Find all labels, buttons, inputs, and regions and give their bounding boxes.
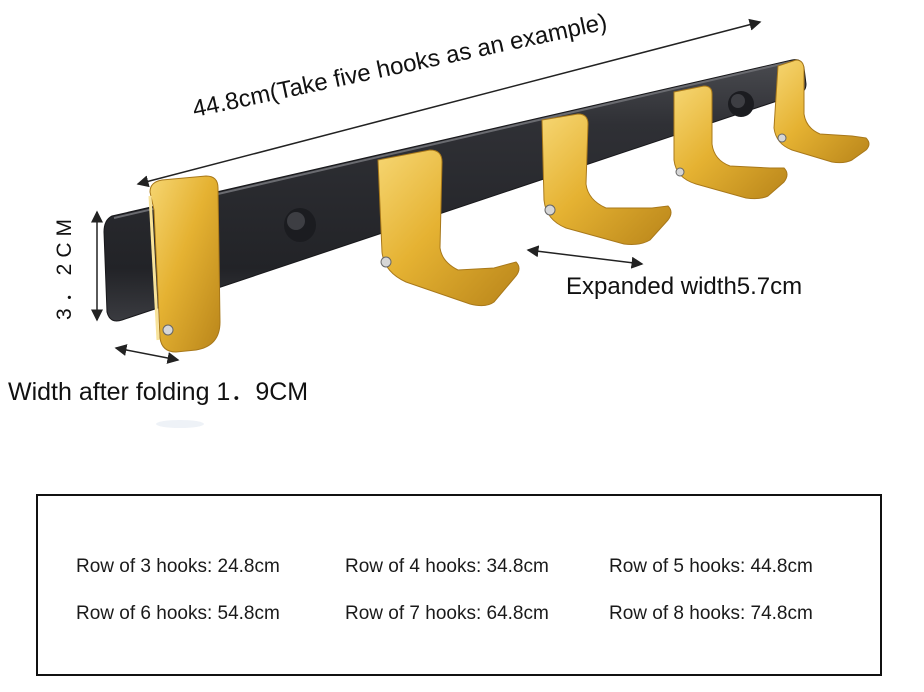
spec-item: Row of 6 hooks: 54.8cm xyxy=(76,603,280,624)
height-label: 3．2CM xyxy=(53,212,76,320)
spec-item: Row of 7 hooks: 64.8cm xyxy=(345,603,549,624)
spec-item: Row of 4 hooks: 34.8cm xyxy=(345,556,549,577)
mount-screw-right xyxy=(728,91,754,117)
length-arrow xyxy=(136,18,762,188)
hook-expanded-4 xyxy=(773,59,870,164)
expanded-width-label: Expanded width5.7cm xyxy=(566,273,803,300)
spec-item: Row of 3 hooks: 24.8cm xyxy=(76,556,280,577)
mount-screw-left xyxy=(284,208,316,242)
spec-item: Row of 8 hooks: 74.8cm xyxy=(609,603,813,624)
spec-item: Row of 5 hooks: 44.8cm xyxy=(609,556,813,577)
hook-rack-illustration xyxy=(91,18,870,428)
folded-width-label: Width after folding 1．9CM xyxy=(8,378,309,406)
hook-folded xyxy=(148,175,221,353)
folded-width-arrow xyxy=(114,344,180,364)
size-spec-box: Row of 3 hooks: 24.8cm Row of 4 hooks: 3… xyxy=(36,494,882,676)
expanded-width-arrow xyxy=(526,245,644,269)
